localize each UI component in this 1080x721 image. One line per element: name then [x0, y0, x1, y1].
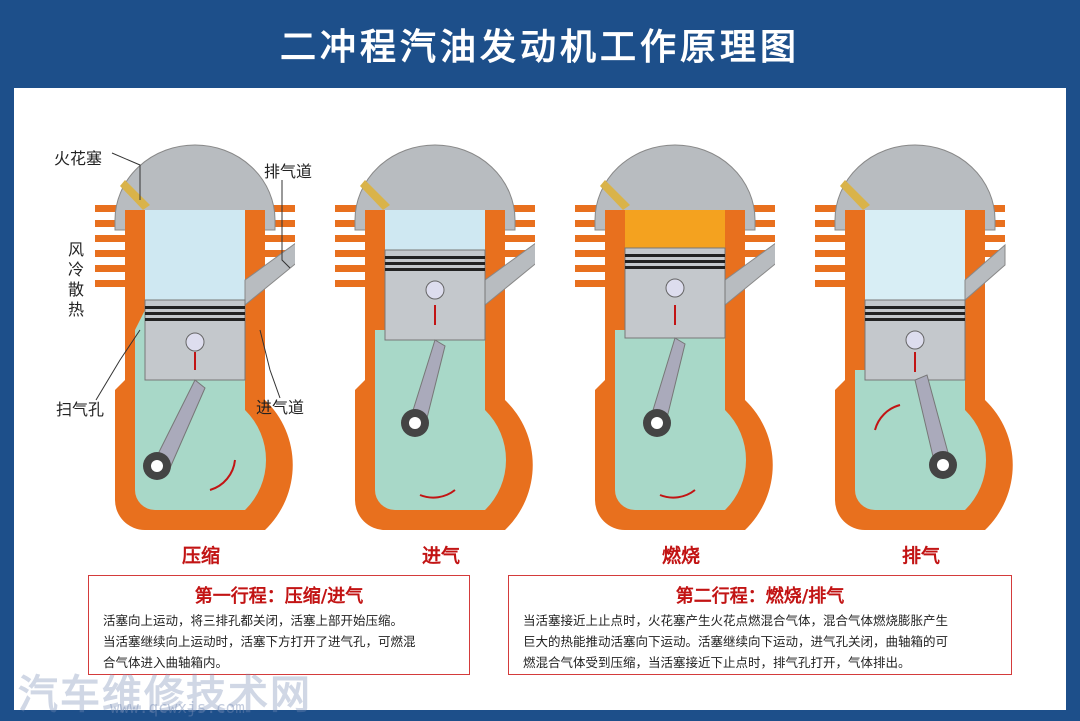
- watermark-logo-text: 汽车维修技术网: [18, 672, 312, 718]
- engine-stage-compression: [95, 130, 295, 540]
- label-scavenge-port: 扫气孔: [56, 400, 105, 419]
- box-text-line: 合气体进入曲轴箱内。: [103, 655, 229, 670]
- box-text-line: 巨大的热能推动活塞向下运动。活塞继续向下运动，进气孔关闭，曲轴箱的可: [523, 634, 949, 649]
- engine-illustration: [815, 144, 1013, 530]
- engine-illustration: [95, 144, 295, 530]
- label-exhaust-port: 排气道: [264, 162, 313, 181]
- engine-stage-intake: [335, 130, 535, 540]
- engine-illustration: [575, 144, 775, 530]
- stage-name-compression: 压缩: [181, 545, 220, 567]
- label-air-cooling-char: 热: [68, 300, 85, 319]
- box-text-line: 当活塞接近上止点时，火花塞产生火花点燃混合气体，混合气体燃烧膨胀产生: [523, 613, 949, 628]
- box-text: 当活塞接近上止点时，火花塞产生火花点燃混合气体，混合气体燃烧膨胀产生 巨大的热能…: [523, 610, 1003, 673]
- box-text-line: 当活塞继续向上运动时，活塞下方打开了进气孔，可燃混: [103, 634, 416, 649]
- label-air-cooling-char: 风: [68, 240, 85, 259]
- box-text-line: 活塞向上运动，将三排孔都关闭，活塞上部开始压缩。: [103, 613, 404, 628]
- label-air-cooling-char: 冷: [68, 260, 85, 279]
- label-air-cooling-char: 散: [68, 280, 85, 299]
- watermark-url: www.qcwxjs.com: [110, 698, 245, 717]
- stage-name-intake: 进气: [421, 545, 460, 567]
- poster-title: 二冲程汽油发动机工作原理图: [279, 27, 800, 68]
- description-box-first-stroke: 第一行程：压缩/进气 活塞向上运动，将三排孔都关闭，活塞上部开始压缩。 当活塞继…: [88, 575, 470, 675]
- label-intake-port: 进气道: [256, 398, 305, 417]
- engine-stage-combustion: [575, 130, 775, 540]
- engine-stage-exhaust: [815, 130, 1015, 540]
- stage-name-exhaust: 排气: [901, 545, 940, 567]
- box-title: 第一行程：压缩/进气: [194, 586, 364, 607]
- label-spark-plug: 火花塞: [54, 149, 103, 168]
- box-text: 活塞向上运动，将三排孔都关闭，活塞上部开始压缩。 当活塞继续向上运动时，活塞下方…: [103, 610, 461, 673]
- engine-illustration: [335, 144, 535, 530]
- box-title: 第二行程：燃烧/排气: [675, 586, 845, 607]
- box-text-line: 燃混合气体受到压缩，当活塞接近下止点时，排气孔打开，气体排出。: [523, 655, 911, 670]
- stage-name-combustion: 燃烧: [661, 545, 700, 567]
- description-box-second-stroke: 第二行程：燃烧/排气 当活塞接近上止点时，火花塞产生火花点燃混合气体，混合气体燃…: [508, 575, 1012, 675]
- label-air-cooling: 风 冷 散 热: [68, 240, 84, 320]
